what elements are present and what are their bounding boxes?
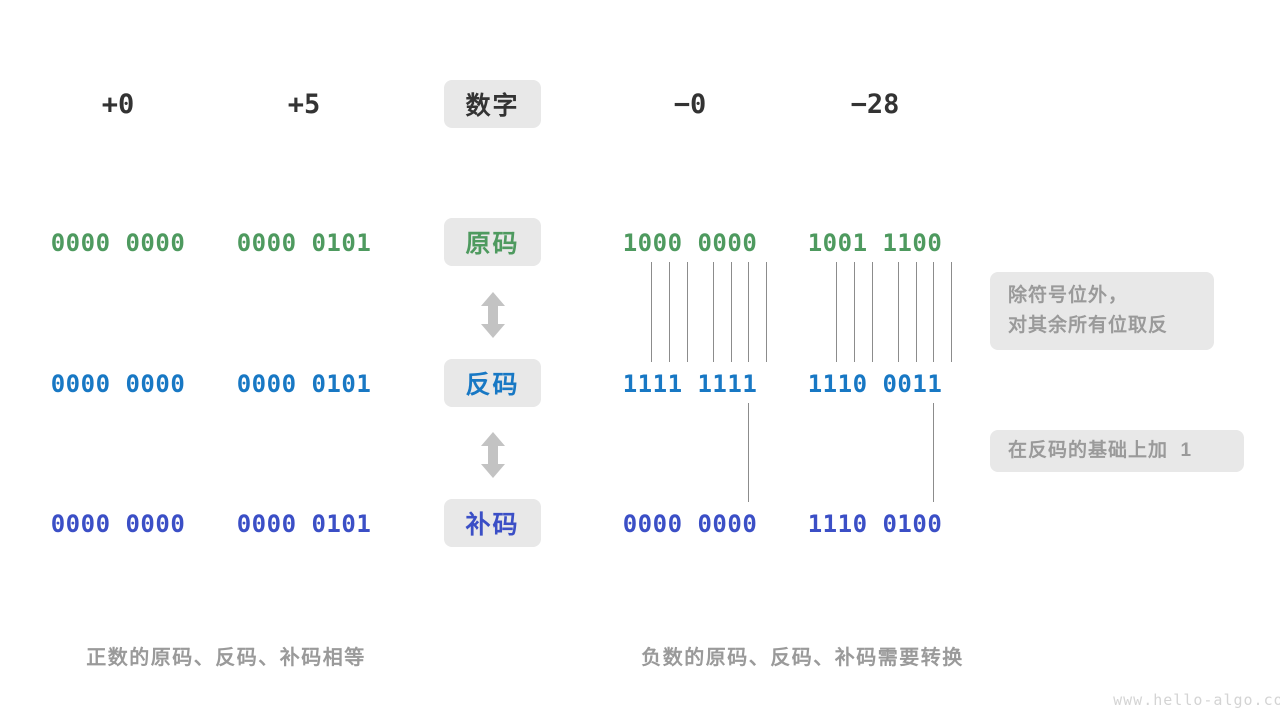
bits-sign-magnitude-minus-zero: 1000 0000 xyxy=(600,226,780,260)
bits-ones-complement-plus-five: 0000 0101 xyxy=(214,367,394,401)
connector-line xyxy=(713,262,714,362)
bits-value: 1110 0011 xyxy=(807,370,943,398)
caption-text: 负数的原码、反码、补码需要转换 xyxy=(641,647,964,669)
row-label-sign-magnitude: 原码 xyxy=(444,218,541,266)
bits-sign-magnitude-plus-zero: 0000 0000 xyxy=(28,226,208,260)
connector-line xyxy=(669,262,670,362)
bits-value: 0000 0000 xyxy=(50,229,186,257)
bits-ones-complement-minus-twentyeight: 1110 0011 xyxy=(785,367,965,401)
double-arrow-icon xyxy=(481,292,505,338)
connector-line xyxy=(748,403,749,502)
note-add-one: 在反码的基础上加 1 xyxy=(990,430,1244,472)
connector-line xyxy=(916,262,917,362)
connector-line xyxy=(651,262,652,362)
column-header-label: +5 xyxy=(287,88,321,120)
connector-line xyxy=(933,403,934,502)
column-header-label: −28 xyxy=(850,88,900,120)
row-label-ones-complement: 反码 xyxy=(444,359,541,407)
connector-line xyxy=(872,262,873,362)
bits-value: 1000 0000 xyxy=(622,229,758,257)
convert-arrow-ones-to-twos xyxy=(478,431,508,484)
caption-negative: 负数的原码、反码、补码需要转换 xyxy=(613,618,964,693)
double-arrow-icon xyxy=(481,432,505,478)
connector-line xyxy=(933,262,934,362)
column-header-minus-zero: −0 xyxy=(630,86,750,122)
bits-ones-complement-minus-zero: 1111 1111 xyxy=(600,367,780,401)
bits-value: 0000 0000 xyxy=(50,510,186,538)
connector-line xyxy=(687,262,688,362)
connector-line xyxy=(951,262,952,362)
column-header-label: −0 xyxy=(673,88,707,120)
connector-line xyxy=(836,262,837,362)
convert-arrow-sign-to-ones xyxy=(478,291,508,344)
connector-line xyxy=(854,262,855,362)
bits-value: 0000 0101 xyxy=(236,370,372,398)
column-header-label: +0 xyxy=(101,88,135,120)
row-label-text: 反码 xyxy=(465,371,520,399)
row-label-number: 数字 xyxy=(444,80,541,128)
note-invert-bits: 除符号位外， 对其余所有位取反 xyxy=(990,272,1214,350)
bits-value: 0000 0101 xyxy=(236,510,372,538)
watermark-text: www.hello-algo.com xyxy=(1113,691,1280,709)
bits-twos-complement-plus-five: 0000 0101 xyxy=(214,507,394,541)
bits-twos-complement-minus-zero: 0000 0000 xyxy=(600,507,780,541)
note-line: 对其余所有位取反 xyxy=(1008,315,1169,336)
row-label-twos-complement: 补码 xyxy=(444,499,541,547)
bits-twos-complement-minus-twentyeight: 1110 0100 xyxy=(785,507,965,541)
bits-twos-complement-plus-zero: 0000 0000 xyxy=(28,507,208,541)
bits-value: 0000 0000 xyxy=(622,510,758,538)
bits-ones-complement-plus-zero: 0000 0000 xyxy=(28,367,208,401)
connector-line xyxy=(898,262,899,362)
row-label-text: 原码 xyxy=(465,230,520,258)
connector-line xyxy=(731,262,732,362)
bits-value: 1111 1111 xyxy=(622,370,758,398)
note-line: 除符号位外， xyxy=(1008,285,1129,306)
watermark: www.hello-algo.com xyxy=(1073,673,1280,727)
bits-value: 0000 0101 xyxy=(236,229,372,257)
caption-positive: 正数的原码、反码、补码相等 xyxy=(58,618,366,693)
bits-value: 1110 0100 xyxy=(807,510,943,538)
column-header-plus-five: +5 xyxy=(244,86,364,122)
bits-sign-magnitude-minus-twentyeight: 1001 1100 xyxy=(785,226,965,260)
column-header-minus-twentyeight: −28 xyxy=(815,86,935,122)
note-line: 在反码的基础上加 1 xyxy=(1008,440,1193,461)
caption-text: 正数的原码、反码、补码相等 xyxy=(86,647,366,669)
column-header-plus-zero: +0 xyxy=(58,86,178,122)
row-label-text: 补码 xyxy=(465,511,520,539)
bits-value: 1001 1100 xyxy=(807,229,943,257)
bits-value: 0000 0000 xyxy=(50,370,186,398)
connector-line xyxy=(766,262,767,362)
connector-line xyxy=(748,262,749,362)
row-label-text: 数字 xyxy=(465,92,520,120)
bits-sign-magnitude-plus-five: 0000 0101 xyxy=(214,226,394,260)
